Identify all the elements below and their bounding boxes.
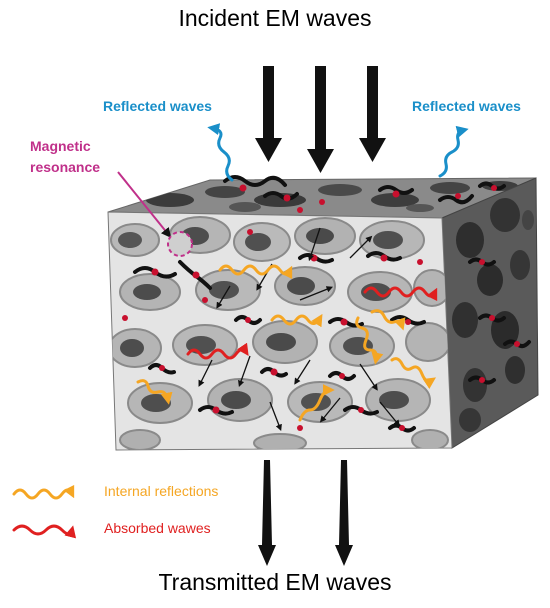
reflected-wave-left — [207, 123, 234, 182]
reflected-wave-right — [438, 125, 469, 178]
foam-front-face — [107, 211, 453, 451]
transmitted-label: Transmitted EM waves — [158, 569, 392, 595]
incident-arrows — [255, 66, 386, 173]
foam-top-face — [107, 177, 537, 219]
internal-reflection-paths — [136, 264, 436, 422]
magnetic-particles — [122, 184, 520, 431]
scattering-arrows — [198, 227, 401, 432]
magnetic-resonance-label-line2: resonance — [30, 159, 101, 175]
reflected-left-label: Reflected waves — [103, 98, 212, 114]
magnetic-resonance-label-line1: Magnetic — [30, 138, 91, 154]
reflected-right-label: Reflected waves — [412, 98, 521, 114]
incident-label: Incident EM waves — [178, 5, 372, 31]
legend-internal-label: Internal reflections — [104, 483, 219, 499]
legend-absorbed-glyph — [12, 524, 77, 539]
foam-side-face — [441, 177, 539, 449]
absorbed-wave-paths — [186, 286, 438, 360]
magnetic-resonance-marker — [117, 171, 193, 257]
transmitted-arrows — [258, 460, 353, 566]
legend-internal-glyph — [12, 484, 75, 500]
legend-absorbed-label: Absorbed wawes — [104, 520, 211, 536]
